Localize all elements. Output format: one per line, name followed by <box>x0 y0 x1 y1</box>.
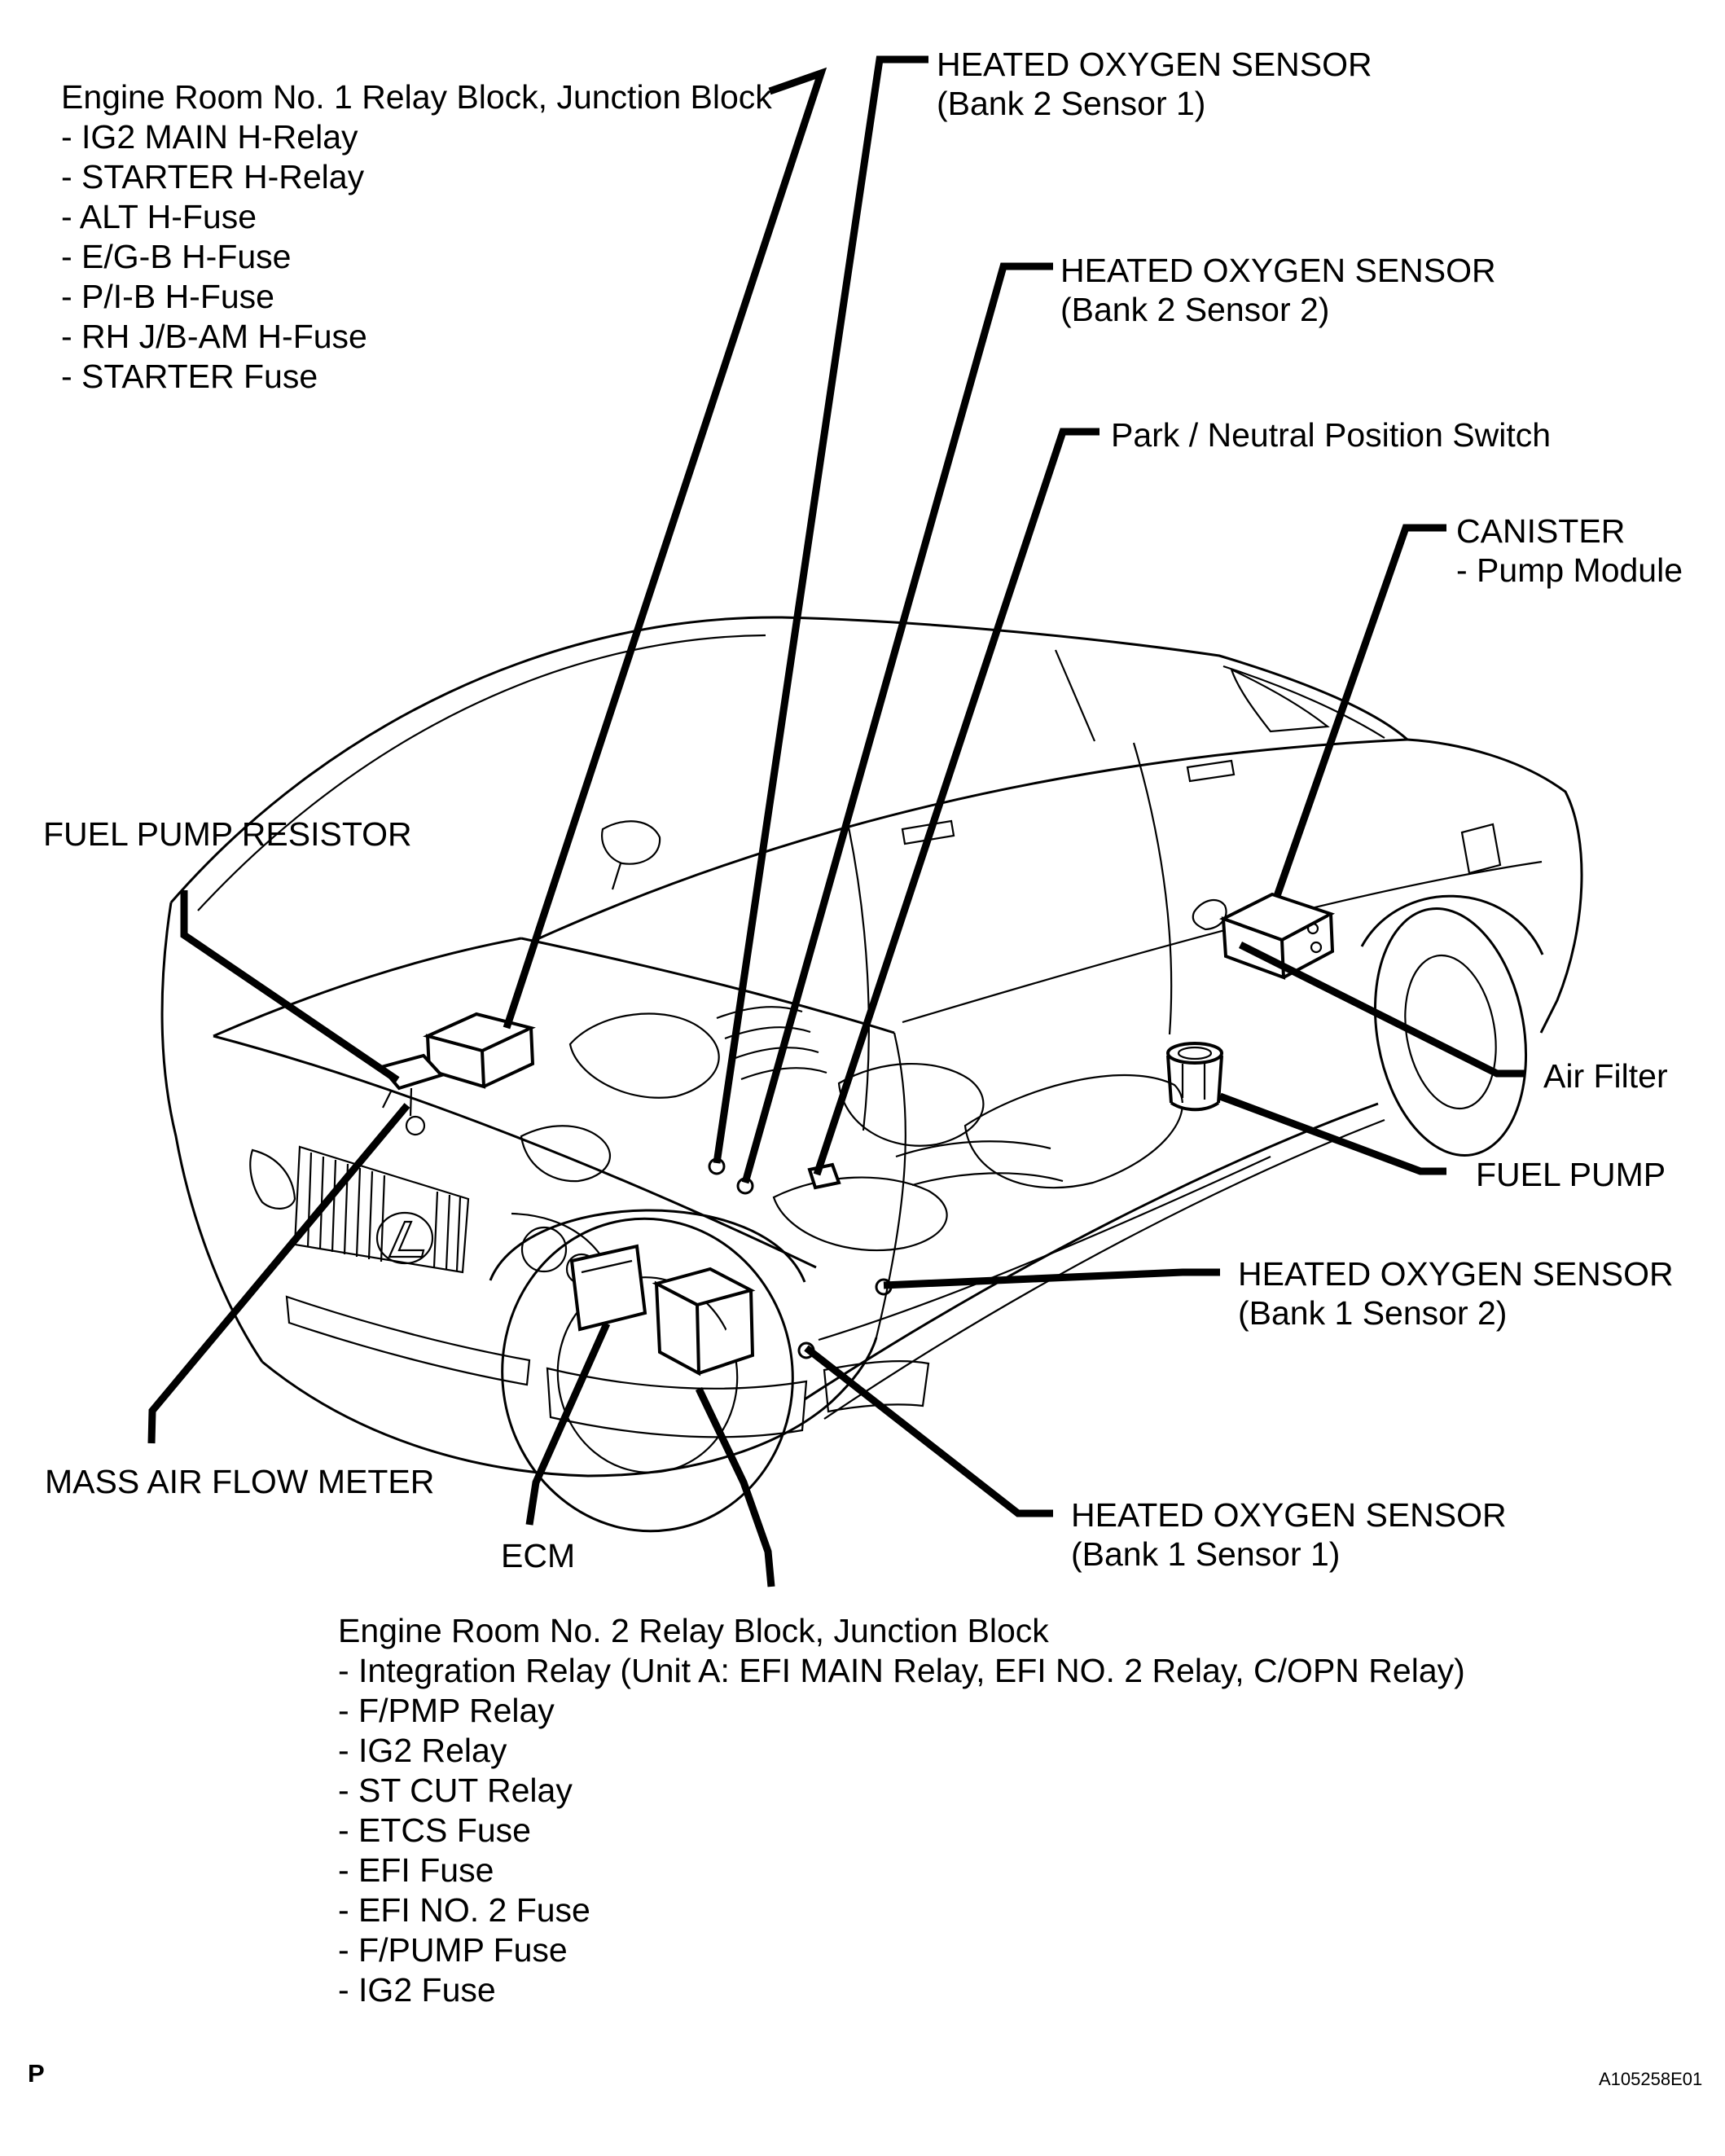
leader-ecm <box>525 1322 611 1526</box>
list-item: - STARTER Fuse <box>61 358 318 395</box>
engine-bay-sketch <box>520 1006 1271 1341</box>
leader-lines <box>147 55 1525 1587</box>
leader-ho2s-b2s1 <box>713 55 928 1164</box>
wheels <box>489 894 1544 1533</box>
front-fascia <box>249 1145 930 1438</box>
air-filter-label: Air Filter <box>1543 1057 1668 1095</box>
list-item: - IG2 MAIN H-Relay <box>61 118 358 156</box>
relay-block-2-title: Engine Room No. 2 Relay Block, Junction … <box>338 1612 1049 1649</box>
leader-ho2s-b1s2 <box>883 1268 1220 1289</box>
fuel-pump-part <box>1166 1042 1223 1112</box>
list-item: - IG2 Fuse <box>338 1971 496 2009</box>
list-item: - P/I-B H-Fuse <box>61 278 274 315</box>
relay-block-1-label: Engine Room No. 1 Relay Block, Junction … <box>61 77 772 397</box>
canister-label: CANISTER - Pump Module <box>1456 512 1683 589</box>
leader-canister <box>1273 524 1446 898</box>
list-item: - EFI NO. 2 Fuse <box>338 1891 590 1929</box>
leader-fuel-pump-resistor <box>180 890 400 1083</box>
fuel-door <box>1460 823 1502 875</box>
fuel-pump-resistor-label: FUEL PUMP RESISTOR <box>43 815 412 853</box>
ho2s-b2s1-label: HEATED OXYGEN SENSOR (Bank 2 Sensor 1) <box>937 46 1372 122</box>
leader-air-filter <box>1238 941 1525 1078</box>
fuel-tank <box>963 1074 1183 1189</box>
leader-ho2s-b1s1 <box>804 1345 1053 1517</box>
ecm-label: ECM <box>501 1537 576 1574</box>
relay-block-1-title: Engine Room No. 1 Relay Block, Junction … <box>61 78 772 116</box>
bumper-opening-center <box>546 1367 808 1438</box>
ho2s-b2s2-label: HEATED OXYGEN SENSOR (Bank 2 Sensor 2) <box>1060 252 1496 328</box>
grille <box>293 1145 470 1274</box>
air-filter-part <box>1192 898 1227 931</box>
list-item: - ST CUT Relay <box>338 1772 573 1809</box>
bumper-opening-left <box>285 1295 531 1386</box>
park-neutral-switch-part <box>807 1162 841 1190</box>
list-item: - Integration Relay (Unit A: EFI MAIN Re… <box>338 1652 1465 1689</box>
exhaust-line <box>818 1156 1271 1341</box>
ecm-box <box>569 1244 647 1332</box>
relay-block-1-items: - IG2 MAIN H-Relay- STARTER H-Relay- ALT… <box>61 117 772 397</box>
mass-air-flow-meter-label: MASS AIR FLOW METER <box>45 1463 435 1500</box>
list-item: - IG2 Relay <box>338 1732 507 1769</box>
side-mirror <box>601 820 661 890</box>
lexus-l-glyph <box>388 1220 425 1258</box>
canister-box <box>1192 892 1336 980</box>
relay-block-2-box <box>652 1267 756 1377</box>
quarter-glass <box>1230 667 1330 733</box>
figure-code: A105258E01 <box>1599 2069 1703 2089</box>
list-item: - E/G-B H-Fuse <box>61 238 292 275</box>
leader-fuel-pump <box>1218 1092 1446 1175</box>
door-handle-rear <box>1186 759 1236 783</box>
leader-park-neutral <box>813 428 1100 1176</box>
park-neutral-switch-label: Park / Neutral Position Switch <box>1111 416 1552 454</box>
relay-block-2-items: - Integration Relay (Unit A: EFI MAIN Re… <box>338 1651 1465 2010</box>
headlight-left <box>249 1148 296 1210</box>
page-marker: P <box>28 2059 45 2088</box>
grille-hatch <box>306 1152 462 1271</box>
leader-relay-block-2 <box>695 1387 775 1587</box>
side-details <box>601 667 1502 890</box>
leader-ho2s-b2s2 <box>741 262 1053 1184</box>
list-item: - EFI Fuse <box>338 1851 494 1889</box>
list-item: - F/PMP Relay <box>338 1692 555 1729</box>
list-item: - ETCS Fuse <box>338 1811 531 1849</box>
lexus-badge <box>375 1211 434 1265</box>
ho2s-b1s2-label: HEATED OXYGEN SENSOR (Bank 1 Sensor 2) <box>1238 1255 1674 1332</box>
list-item: - RH J/B-AM H-Fuse <box>61 318 367 355</box>
relay-block-2-label: Engine Room No. 2 Relay Block, Junction … <box>338 1611 1465 2010</box>
leader-relay-block-1 <box>503 67 827 1030</box>
fog-lamp <box>823 1360 930 1413</box>
fuel-pump-label: FUEL PUMP <box>1476 1156 1666 1193</box>
list-item: - F/PUMP Fuse <box>338 1931 568 1969</box>
list-item: - STARTER H-Relay <box>61 158 365 195</box>
ho2s-b1s1-label: HEATED OXYGEN SENSOR (Bank 1 Sensor 1) <box>1071 1496 1507 1573</box>
leader-mass-air-flow-meter <box>147 1103 410 1444</box>
list-item: - ALT H-Fuse <box>61 198 257 235</box>
